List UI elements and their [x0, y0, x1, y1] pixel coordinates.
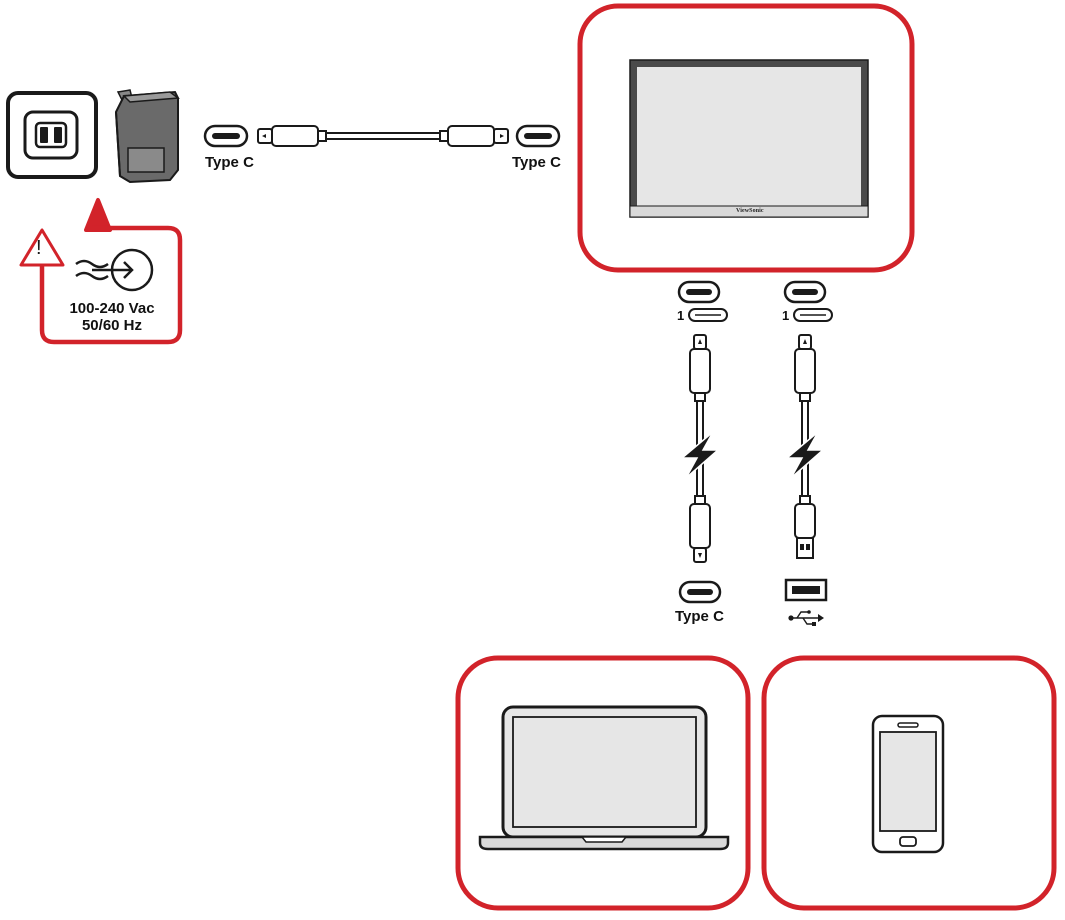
arrow-up-icon	[84, 198, 112, 232]
usb-a-port	[784, 578, 828, 602]
phone-frame	[761, 655, 1057, 911]
frequency-label: 50/60 Hz	[81, 317, 143, 334]
right-type-c-label: Type C	[512, 154, 561, 171]
left-port-number: 1	[677, 308, 685, 323]
portable-monitor	[629, 59, 869, 218]
usb-icon	[788, 610, 824, 626]
monitor-port-right	[783, 280, 833, 322]
monitor-port-left	[677, 280, 728, 322]
laptop-type-c-label: Type C	[675, 608, 724, 625]
left-type-c-label: Type C	[205, 154, 254, 171]
wall-outlet	[6, 91, 98, 179]
laptop-icon	[478, 705, 730, 851]
monitor-brand-logo: ViewSonic	[736, 208, 764, 214]
right-port-number: 1	[782, 308, 790, 323]
laptop-frame	[455, 655, 751, 911]
voltage-label: 100-240 Vac	[69, 300, 155, 317]
warning-triangle-icon	[19, 228, 65, 267]
ac-input-icon	[75, 248, 154, 292]
lightning-icon	[679, 431, 720, 479]
power-spec-frame	[39, 225, 183, 345]
top-type-c-cable	[203, 124, 561, 148]
lightning-icon	[784, 431, 825, 479]
laptop-type-c-port	[678, 580, 722, 604]
monitor-frame	[577, 3, 915, 273]
left-type-c-cable	[689, 334, 711, 563]
power-adapter-icon	[114, 89, 181, 184]
warning-mark: !	[36, 237, 42, 259]
smartphone-icon	[871, 714, 945, 854]
